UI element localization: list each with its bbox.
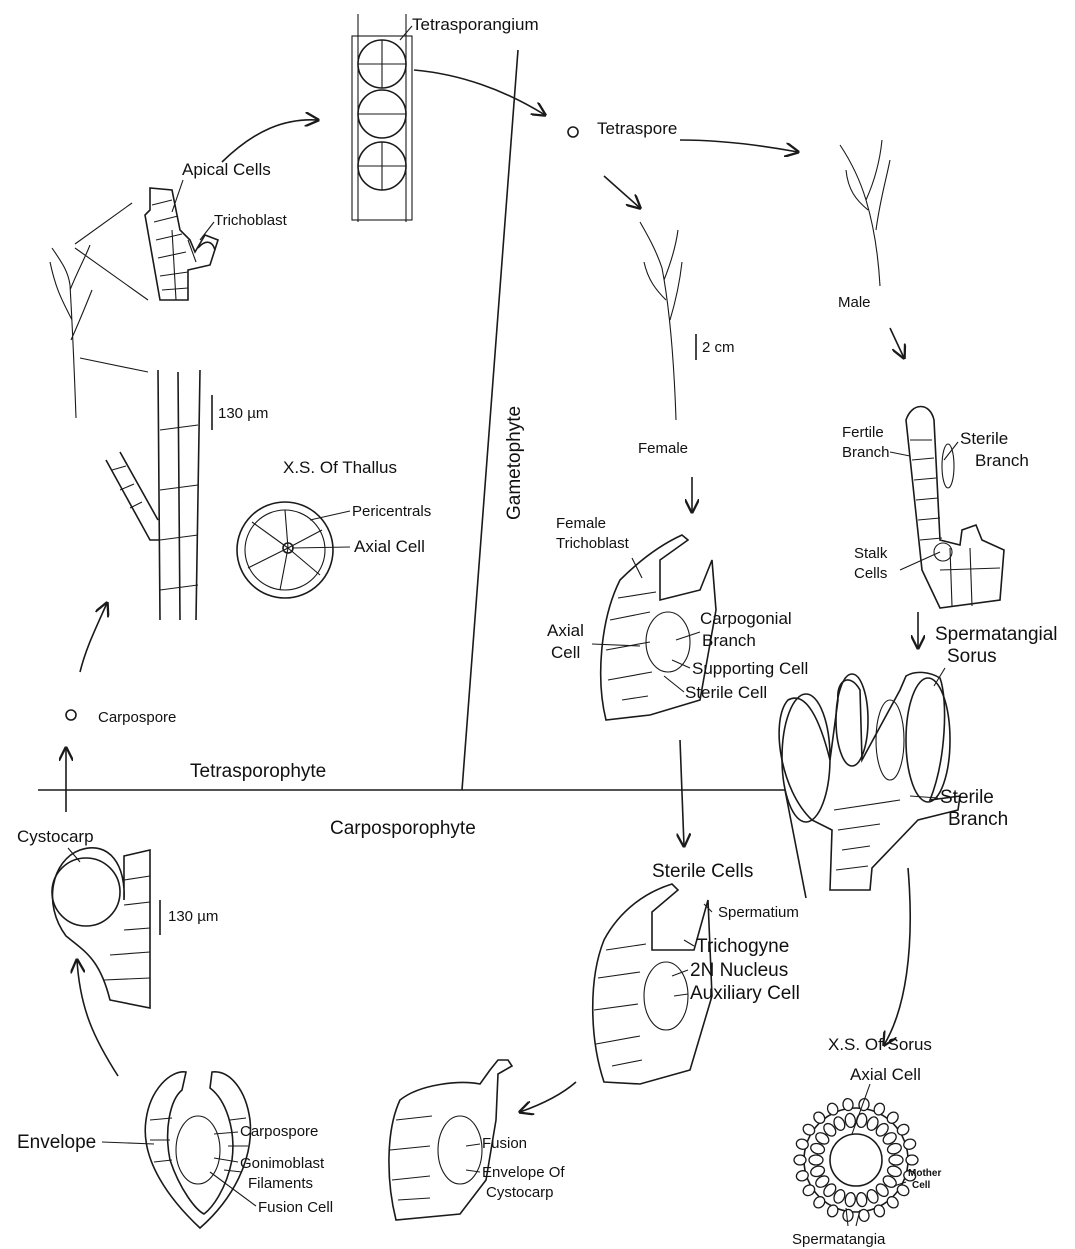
label-axial-cell-thallus: Axial Cell <box>354 537 425 556</box>
spermatangium-cell <box>812 1194 827 1210</box>
spermatangium-cell <box>794 1155 806 1165</box>
label-xs-sorus: X.S. Of Sorus <box>828 1035 932 1054</box>
label-sterile-cell: Sterile Cell <box>685 683 767 702</box>
label-spermatangia: Spermatangia <box>792 1231 886 1248</box>
label-fusion: Fusion <box>482 1135 527 1152</box>
spermatangium-cell <box>889 1155 903 1165</box>
label-female-trichoblast: Female Trichoblast <box>556 515 630 552</box>
spermatangium-cell <box>856 1192 868 1207</box>
spermatangium-cell <box>809 1155 823 1165</box>
carpospore-dot <box>66 710 76 720</box>
label-carpospore-stage: Carpospore <box>98 709 176 726</box>
spermatangium-cell <box>906 1155 918 1165</box>
label-auxiliary-cell: Auxiliary Cell <box>690 983 800 1004</box>
spermatangium-cell <box>801 1122 817 1137</box>
label-scale-2cm: 2 cm <box>702 339 735 356</box>
cycle-arrows <box>66 70 918 1112</box>
label-spermatium: Spermatium <box>718 904 799 921</box>
label-carpospore-cystocarp: Carpospore <box>240 1123 318 1140</box>
label-supporting-cell: Supporting Cell <box>692 659 808 678</box>
label-spermatangial-sorus: Spermatangial Sorus <box>935 624 1063 667</box>
label-trichoblast: Trichoblast <box>214 212 288 229</box>
section-carposporophyte: Carposporophyte <box>330 818 476 839</box>
label-tetraspore: Tetraspore <box>597 119 677 138</box>
label-axial-cell-sorus: Axial Cell <box>850 1065 921 1084</box>
label-male: Male <box>838 294 871 311</box>
tetraspore-dot <box>568 127 578 137</box>
label-trichogyne: Trichogyne <box>696 936 789 957</box>
label-2n-nucleus: 2N Nucleus <box>690 960 788 981</box>
label-xs-thallus: X.S. Of Thallus <box>283 458 397 477</box>
label-envelope: Envelope <box>17 1132 96 1153</box>
spermatangium-cell <box>872 1203 886 1218</box>
spermatangium-cell <box>801 1183 817 1198</box>
section-tetrasporophyte: Tetrasporophyte <box>190 761 326 782</box>
spermatangium-cell <box>885 1194 900 1210</box>
female-plant-drawing <box>640 222 682 420</box>
section-gametophyte: Gametophyte <box>504 406 525 520</box>
label-stalk-cells: Stalk Cells <box>854 545 892 582</box>
spermatangium-cell <box>885 1110 900 1126</box>
label-female: Female <box>638 440 688 457</box>
label-cystocarp: Cystocarp <box>17 827 94 846</box>
label-sterile-branch-bottom: Sterile Branch <box>940 787 1008 830</box>
spermatangium-cell <box>856 1113 868 1128</box>
sorus-cross-section-drawing <box>794 1098 918 1222</box>
spermatangium-cell <box>844 1192 856 1207</box>
spermatangium-cell <box>826 1102 840 1117</box>
cystocarp-drawing <box>52 848 150 1008</box>
divider-lines <box>38 50 806 898</box>
label-scale-130-bottom: 130 µm <box>168 908 218 925</box>
plant-left-drawing <box>50 203 148 418</box>
label-mother-cell: Mother Cell <box>908 1168 944 1191</box>
label-scale-130-top: 130 µm <box>218 405 268 422</box>
male-plant-drawing <box>840 140 890 286</box>
label-fertile-branch: Fertile Branch <box>842 424 890 461</box>
label-fusion-cell: Fusion Cell <box>258 1199 333 1216</box>
spermatangium-cell <box>872 1102 886 1117</box>
label-envelope-of-cystocarp: Envelope Of Cystocarp <box>482 1164 569 1201</box>
label-sterile-cells: Sterile Cells <box>652 861 753 882</box>
label-pericentrals: Pericentrals <box>352 503 431 520</box>
label-tetrasporangium: Tetrasporangium <box>412 15 539 34</box>
label-sterile-branch-top: Sterile Branch <box>960 429 1029 470</box>
apical-tip-drawing <box>145 188 218 300</box>
tetrasporangium-drawing <box>352 14 412 222</box>
spermatangium-cell <box>812 1110 827 1126</box>
label-carpogonial-branch: Carpogonial Branch <box>700 609 796 650</box>
spermatangial-sorus-drawing <box>779 672 960 890</box>
spermatangium-cell <box>826 1203 840 1218</box>
thallus-cross-section-drawing <box>237 502 333 598</box>
envelope-cystocarp-drawing <box>145 1072 250 1228</box>
label-gonimoblast-filaments: Gonimoblast Filaments <box>240 1155 328 1192</box>
thallus-segment-drawing <box>106 370 200 620</box>
label-apical-cells: Apical Cells <box>182 160 271 179</box>
label-axial-cell-female: Axial Cell <box>547 621 589 662</box>
spermatangium-cell <box>895 1122 911 1137</box>
